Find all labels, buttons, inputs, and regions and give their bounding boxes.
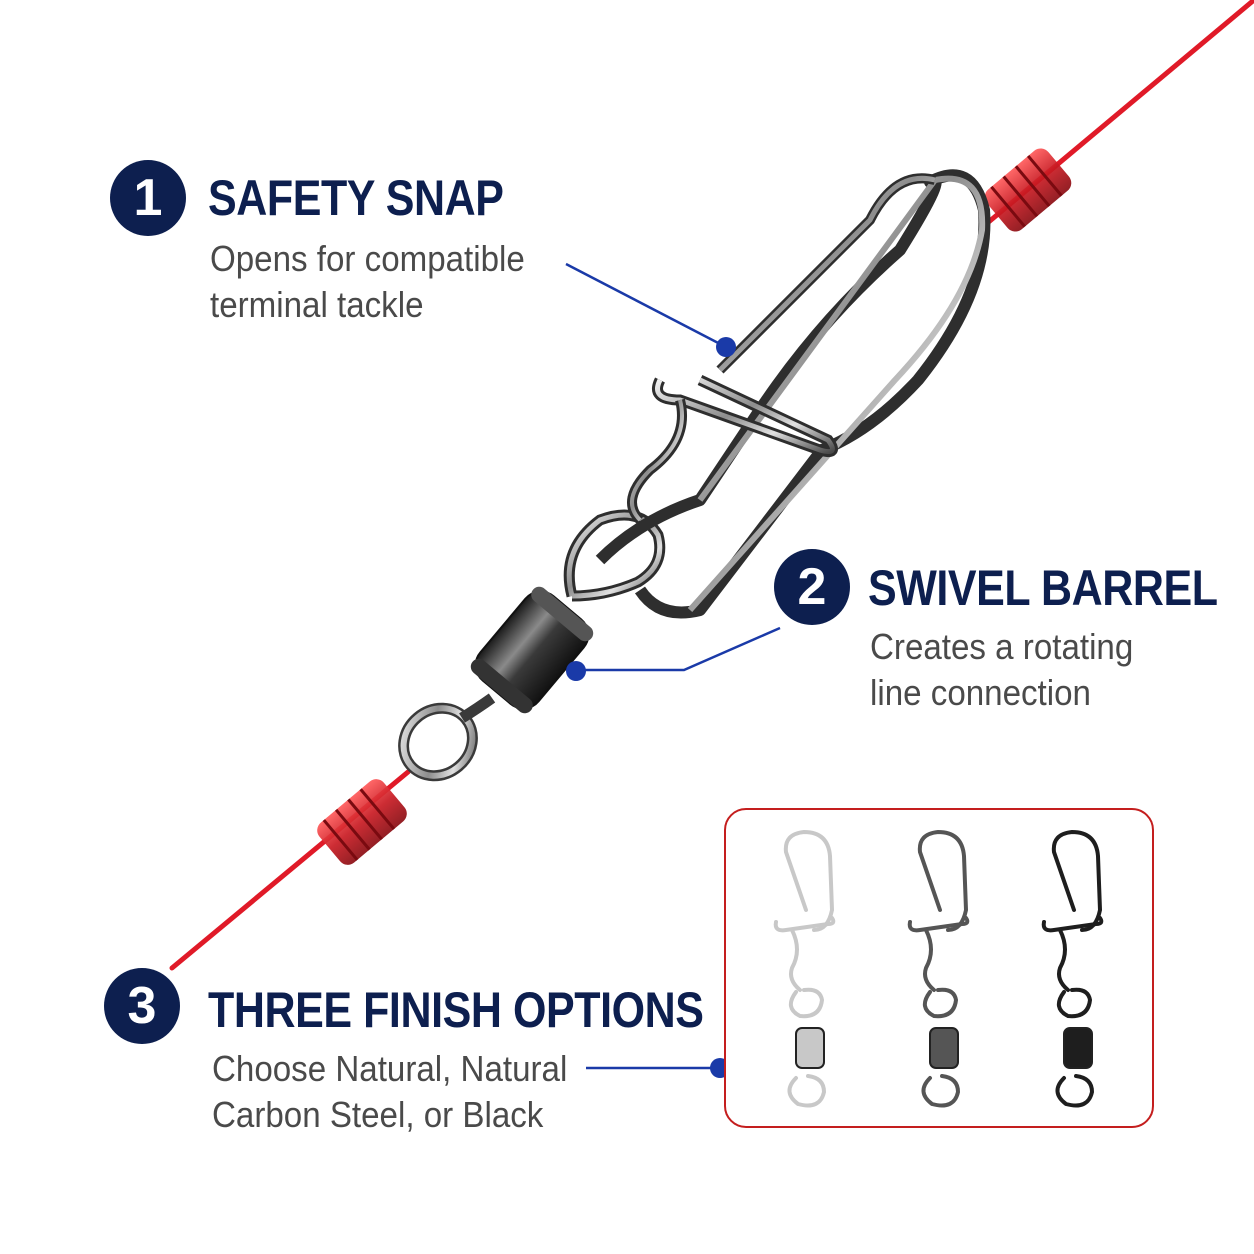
feature-1-number-badge: 1 [110, 160, 186, 236]
callout-safety-snap [565, 262, 736, 357]
variant-barrel [1063, 1027, 1093, 1069]
feature-2-title: SWIVEL BARREL [868, 560, 1218, 616]
variant-wire [907, 916, 970, 933]
finish-variant-black [1041, 829, 1104, 1108]
variant-wire [1056, 987, 1093, 1019]
variant-wire [921, 1074, 961, 1108]
finish-options-panel [724, 808, 1154, 1128]
finish-variant-natural [773, 829, 836, 1108]
variant-wire [917, 829, 969, 932]
feature-3-number-badge: 3 [104, 968, 180, 1044]
swivel-lower-eye [398, 693, 496, 782]
variant-wire [922, 987, 959, 1019]
snap-loop [595, 169, 991, 619]
variant-wire [923, 928, 936, 992]
variant-wire [773, 916, 836, 933]
snap-swivel [398, 169, 991, 782]
lower-bead [317, 779, 407, 865]
swivel-upper-eye [563, 509, 666, 602]
variant-wire [1055, 1074, 1095, 1108]
upper-bead [984, 148, 1072, 232]
feature-3-description-line-1: Choose Natural, Natural [212, 1048, 568, 1089]
finish-variant-natural-carbon-steel [907, 829, 970, 1108]
feature-1-description-line-2: terminal tackle [210, 284, 424, 325]
swivel-barrel [470, 586, 594, 714]
variant-wire [783, 829, 835, 932]
feature-3-description: Choose Natural, Natural Carbon Steel, or… [212, 1046, 567, 1138]
variant-wire [789, 928, 802, 992]
feature-2-description-line-1: Creates a rotating [870, 626, 1134, 667]
variant-wire [787, 1074, 827, 1108]
variant-barrel [795, 1027, 825, 1069]
variant-wire [1041, 916, 1104, 933]
variant-wire [788, 987, 825, 1019]
feature-1-description: Opens for compatible terminal tackle [210, 236, 525, 328]
callout-finish-options [586, 1058, 730, 1078]
snap-latch [627, 375, 838, 524]
variant-wire [1051, 829, 1103, 932]
feature-1-title: SAFETY SNAP [208, 170, 504, 226]
feature-2-number-badge: 2 [774, 549, 850, 625]
feature-2-description-line-2: line connection [870, 672, 1091, 713]
variant-wire [1057, 928, 1070, 992]
variant-barrel [929, 1027, 959, 1069]
callout-swivel-barrel [566, 626, 781, 681]
feature-1-description-line-1: Opens for compatible [210, 238, 525, 279]
feature-3-title: THREE FINISH OPTIONS [208, 982, 704, 1038]
finish-variants [773, 829, 1104, 1108]
feature-2-description: Creates a rotating line connection [870, 624, 1133, 716]
feature-3-description-line-2: Carbon Steel, or Black [212, 1094, 544, 1135]
